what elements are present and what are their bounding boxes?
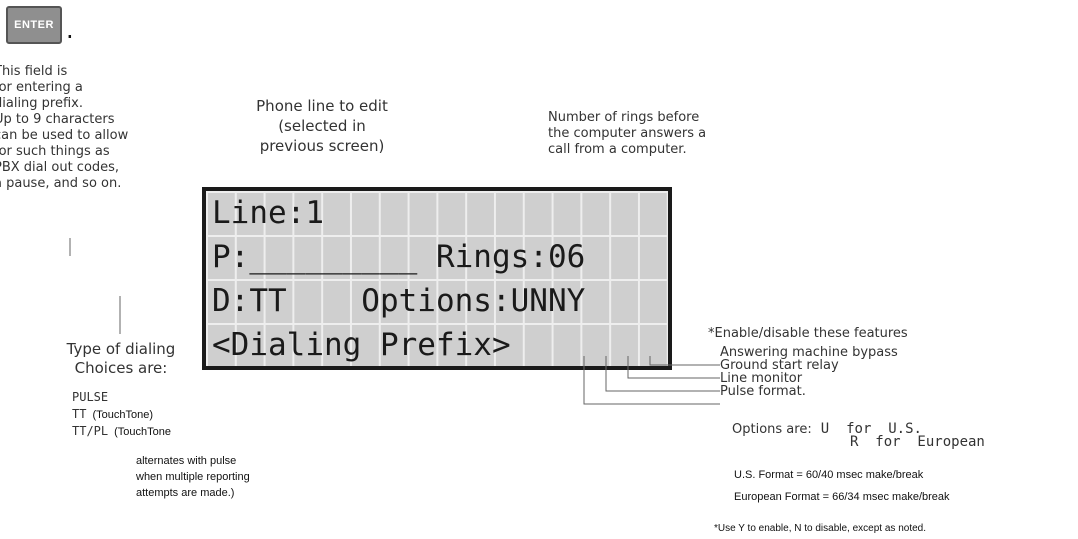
rings-annotation: Number of rings before the computer answ… bbox=[548, 110, 707, 157]
enable-footnote: *Use Y to enable, N to disable, except a… bbox=[714, 523, 926, 534]
choice-tt: TT(TouchTone) bbox=[72, 407, 153, 421]
line-monitor-callout bbox=[605, 356, 720, 392]
enter-key[interactable]: ENTER bbox=[6, 6, 62, 44]
feature-answering-bypass: Answering machine bypass bbox=[720, 345, 898, 360]
choice-tt-pl: TT/PL(TouchTone bbox=[72, 424, 171, 438]
prefix-field-annotation: This field is for entering a dialing pre… bbox=[0, 64, 129, 191]
us-format-note: U.S. Format = 60/40 msec make/break bbox=[734, 469, 924, 481]
dialing-type-annotation: Type of dialing Choices are: bbox=[66, 340, 176, 377]
answering-bypass-callout bbox=[649, 356, 720, 366]
ground-start-callout bbox=[627, 356, 720, 379]
lcd-row-field-name: <Dialing Prefix> bbox=[212, 327, 511, 363]
feature-line-monitor: Line monitor bbox=[720, 371, 803, 386]
lcd-display: Line:1 P:_________ Rings:06 D:TT Options… bbox=[202, 187, 672, 370]
feature-ground-start: Ground start relay bbox=[720, 358, 839, 373]
lcd-row-line: Line:1 bbox=[212, 195, 324, 231]
eu-format-note: European Format = 66/34 msec make/break bbox=[734, 491, 950, 503]
lcd-row-prefix-rings: P:_________ Rings:06 bbox=[212, 239, 586, 275]
enter-period: . bbox=[66, 16, 74, 44]
choice-pulse: PULSE bbox=[72, 390, 109, 404]
pulse-options: Options are: U for U.S. bbox=[732, 421, 922, 437]
phone-line-annotation: Phone line to edit (selected in previous… bbox=[256, 97, 388, 155]
tt-pl-explanation: alternates with pulse when multiple repo… bbox=[136, 455, 250, 499]
feature-pulse-format: Pulse format. bbox=[720, 384, 806, 399]
option-european: R for European bbox=[850, 434, 985, 450]
dialing-choices: PULSE TT(TouchTone) TT/PL(TouchTone bbox=[72, 386, 171, 438]
features-annotation: *Enable/disable these features Answering… bbox=[708, 326, 1068, 398]
pulse-format-callout bbox=[583, 356, 720, 405]
features-heading: *Enable/disable these features bbox=[708, 326, 908, 341]
lcd-row-dial-options: D:TT Options:UNNY bbox=[212, 283, 586, 319]
